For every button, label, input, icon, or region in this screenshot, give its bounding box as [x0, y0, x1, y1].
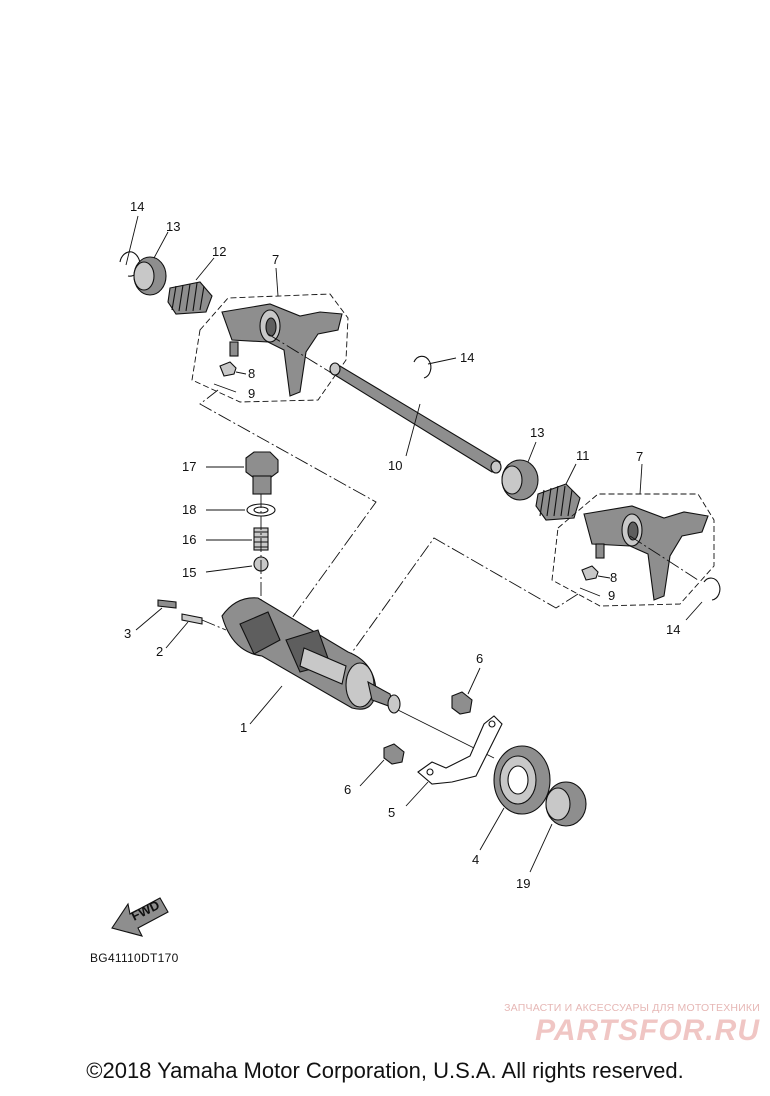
callout-13-mid: 13	[530, 425, 544, 440]
lead-9-top	[213, 383, 237, 393]
alignment-line-pins	[201, 619, 227, 631]
callout-7-top: 7	[272, 252, 279, 267]
callout-15: 15	[182, 565, 196, 580]
ball-part-15	[205, 556, 269, 573]
fork-group-outline-7-top	[191, 293, 349, 403]
alignment-line-lower-group	[347, 537, 579, 659]
alignment-line-fork-shaft	[267, 333, 331, 373]
circlip-part-14-mid	[413, 355, 457, 379]
collar-part-13-top	[133, 231, 169, 296]
callout-labels: 14 13 12 7 8 9 14 10 13 11 7 8 9 14 17 1…	[124, 199, 680, 891]
stopper-bolt-part-17	[206, 451, 279, 495]
callout-3: 3	[124, 626, 131, 641]
callout-4: 4	[472, 852, 479, 867]
callout-8-bottom: 8	[610, 570, 617, 585]
callout-18: 18	[182, 502, 196, 517]
callout-9-bottom: 9	[608, 588, 615, 603]
diagram-code: BG41110DT170	[90, 951, 179, 965]
shift-fork-part-7-bottom	[583, 505, 709, 601]
spring-part-11	[535, 463, 581, 521]
guide-pin-part-8-bottom	[581, 565, 611, 581]
spring-part-16	[206, 527, 269, 551]
pin-part-3	[135, 599, 177, 631]
stopper-plate-part-5	[405, 715, 503, 807]
callout-12: 12	[212, 244, 226, 259]
collar-part-19	[529, 781, 587, 873]
shift-fork-part-7-top	[221, 303, 343, 397]
callout-7-bottom: 7	[636, 449, 643, 464]
callout-19: 19	[516, 876, 530, 891]
alignment-line-lower-fork	[629, 535, 699, 581]
bearing-part-4	[479, 745, 551, 851]
callout-9-top: 9	[248, 386, 255, 401]
alignment-line-upper-fork	[199, 389, 377, 619]
lead-9-bottom	[579, 587, 601, 597]
bolt-part-6-upper	[451, 667, 481, 715]
spring-part-12	[167, 257, 215, 315]
callout-10: 10	[388, 458, 402, 473]
callout-6-upper: 6	[476, 651, 483, 666]
bolt-part-6-lower	[359, 743, 405, 787]
callout-2: 2	[156, 644, 163, 659]
callout-14-right: 14	[666, 622, 680, 637]
guide-pin-part-8-top	[219, 361, 247, 377]
fork-group-outline-7-bottom	[551, 493, 715, 607]
pin-part-2	[165, 613, 203, 649]
collar-part-13-mid	[501, 441, 539, 501]
copyright-notice: ©2018 Yamaha Motor Corporation, U.S.A. A…	[86, 1058, 684, 1083]
fwd-arrow-icon: FWD	[111, 897, 169, 937]
callout-11: 11	[576, 448, 590, 463]
watermark-brand-logo: PARTSFOR.RU	[535, 1014, 760, 1047]
callout-14-mid: 14	[460, 350, 474, 365]
callout-17: 17	[182, 459, 196, 474]
callout-8-top: 8	[248, 366, 255, 381]
callout-16: 16	[182, 532, 196, 547]
shift-drum-part-1	[221, 597, 401, 725]
fork-shaft-part-10	[328, 362, 502, 474]
callout-1: 1	[240, 720, 247, 735]
callout-6-lower: 6	[344, 782, 351, 797]
callout-5: 5	[388, 805, 395, 820]
watermark-tagline: ЗАПЧАСТИ И АКСЕССУАРЫ ДЛЯ МОТОТЕХНИКИ	[504, 1002, 760, 1014]
callout-14-top: 14	[130, 199, 144, 214]
gasket-part-18	[206, 503, 276, 517]
circlip-part-14-right	[685, 577, 721, 621]
callout-13-top: 13	[166, 219, 180, 234]
